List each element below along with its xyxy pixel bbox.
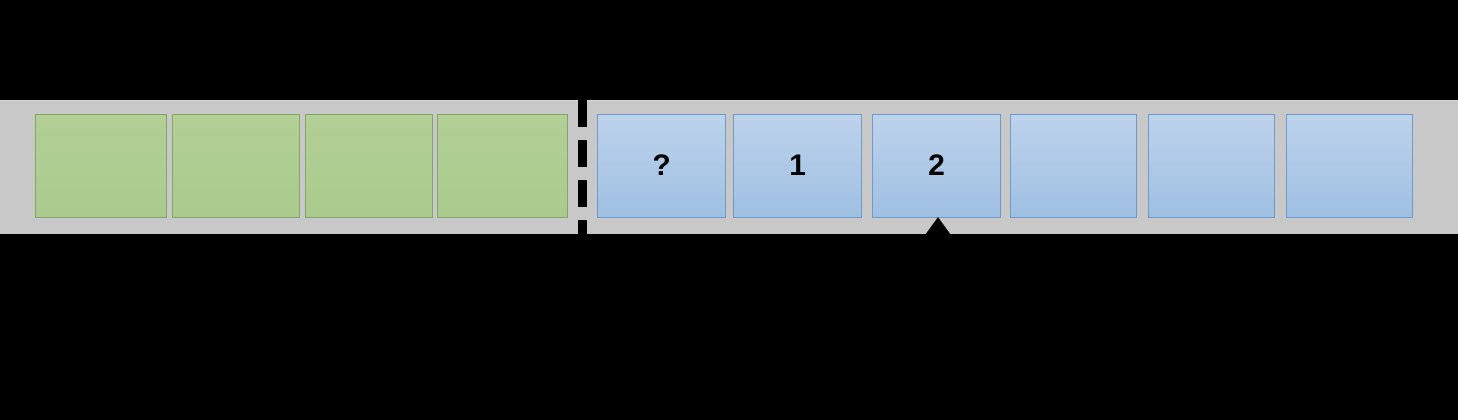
array-cell-blue-5[interactable] xyxy=(1286,114,1413,218)
index-pointer-triangle-icon xyxy=(925,217,951,235)
array-cell-label: ? xyxy=(652,149,671,182)
array-cell-blue-2[interactable]: 2 xyxy=(872,114,1001,218)
array-cell-label: 2 xyxy=(928,149,945,182)
array-cell-blue-0[interactable]: ? xyxy=(597,114,726,218)
dashed-partition-divider xyxy=(578,100,587,234)
array-cell-label: 1 xyxy=(789,149,806,182)
array-cell-blue-4[interactable] xyxy=(1148,114,1275,218)
array-cell-green-0[interactable] xyxy=(35,114,167,218)
array-cell-blue-3[interactable] xyxy=(1010,114,1137,218)
array-cell-green-2[interactable] xyxy=(305,114,433,218)
array-cell-green-1[interactable] xyxy=(172,114,300,218)
array-cell-blue-1[interactable]: 1 xyxy=(733,114,862,218)
array-cell-green-3[interactable] xyxy=(437,114,568,218)
